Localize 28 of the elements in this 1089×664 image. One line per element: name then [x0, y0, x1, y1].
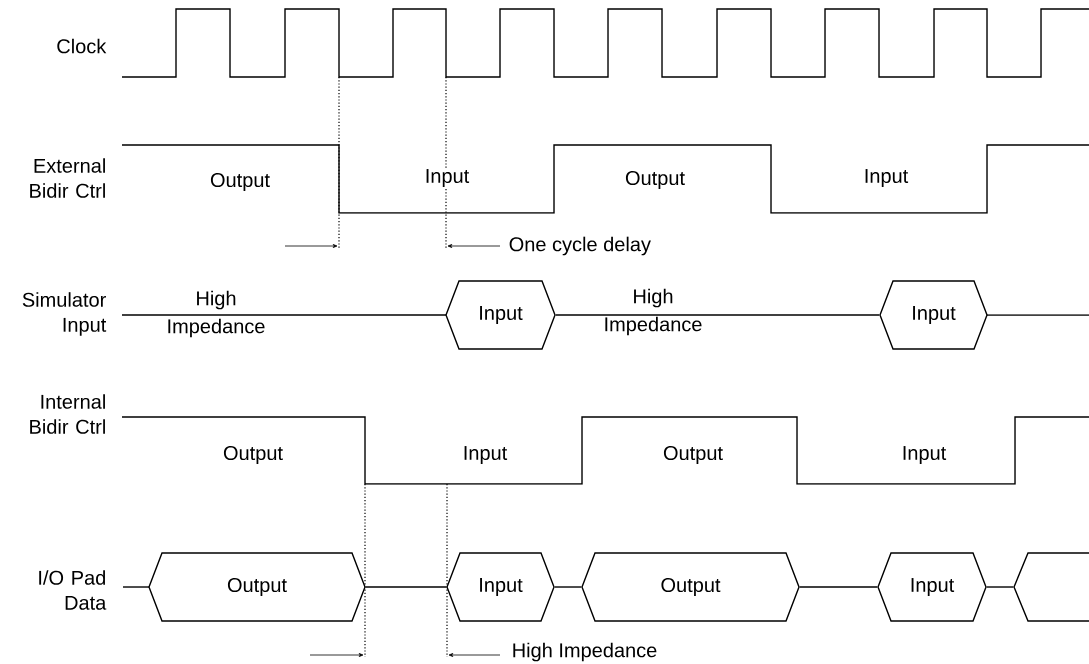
signal-name: I/O Pad Data — [39, 570, 107, 610]
signal-line — [986, 586, 1014, 588]
bus-value-hexagon: Output — [581, 552, 800, 622]
state-label: Output — [625, 170, 685, 190]
bus-value-hexagon: Input — [446, 552, 555, 622]
state-label: Input — [464, 446, 508, 464]
signal-name: External Bidir Ctrl — [30, 158, 105, 198]
bus-value-hexagon: Input — [879, 280, 988, 350]
signal-line — [555, 314, 880, 316]
bus-value-hexagon: Input — [445, 280, 556, 350]
annotation-text: High Impedance — [513, 642, 657, 662]
bus-value-hexagon: Input — [877, 552, 987, 622]
state-label: Output — [223, 445, 283, 465]
annotation-text: One cycle delay — [509, 236, 651, 256]
signal-name: Internal Bidir Ctrl — [30, 394, 105, 434]
state-label: Output — [210, 172, 270, 192]
signal-line — [365, 586, 447, 588]
signal-name: Simulator Input — [22, 292, 107, 336]
state-label: High Impedance — [168, 290, 265, 338]
state-label: Input — [903, 446, 947, 464]
state-label: Input — [423, 168, 471, 188]
state-label: Output — [663, 445, 723, 465]
bus-value-hexagon: Output — [148, 552, 366, 622]
signal-name: Clock — [57, 38, 107, 54]
signal-line — [554, 586, 582, 588]
state-label: High Impedance — [605, 288, 702, 336]
state-label: Input — [865, 169, 909, 187]
signal-line — [799, 586, 878, 588]
